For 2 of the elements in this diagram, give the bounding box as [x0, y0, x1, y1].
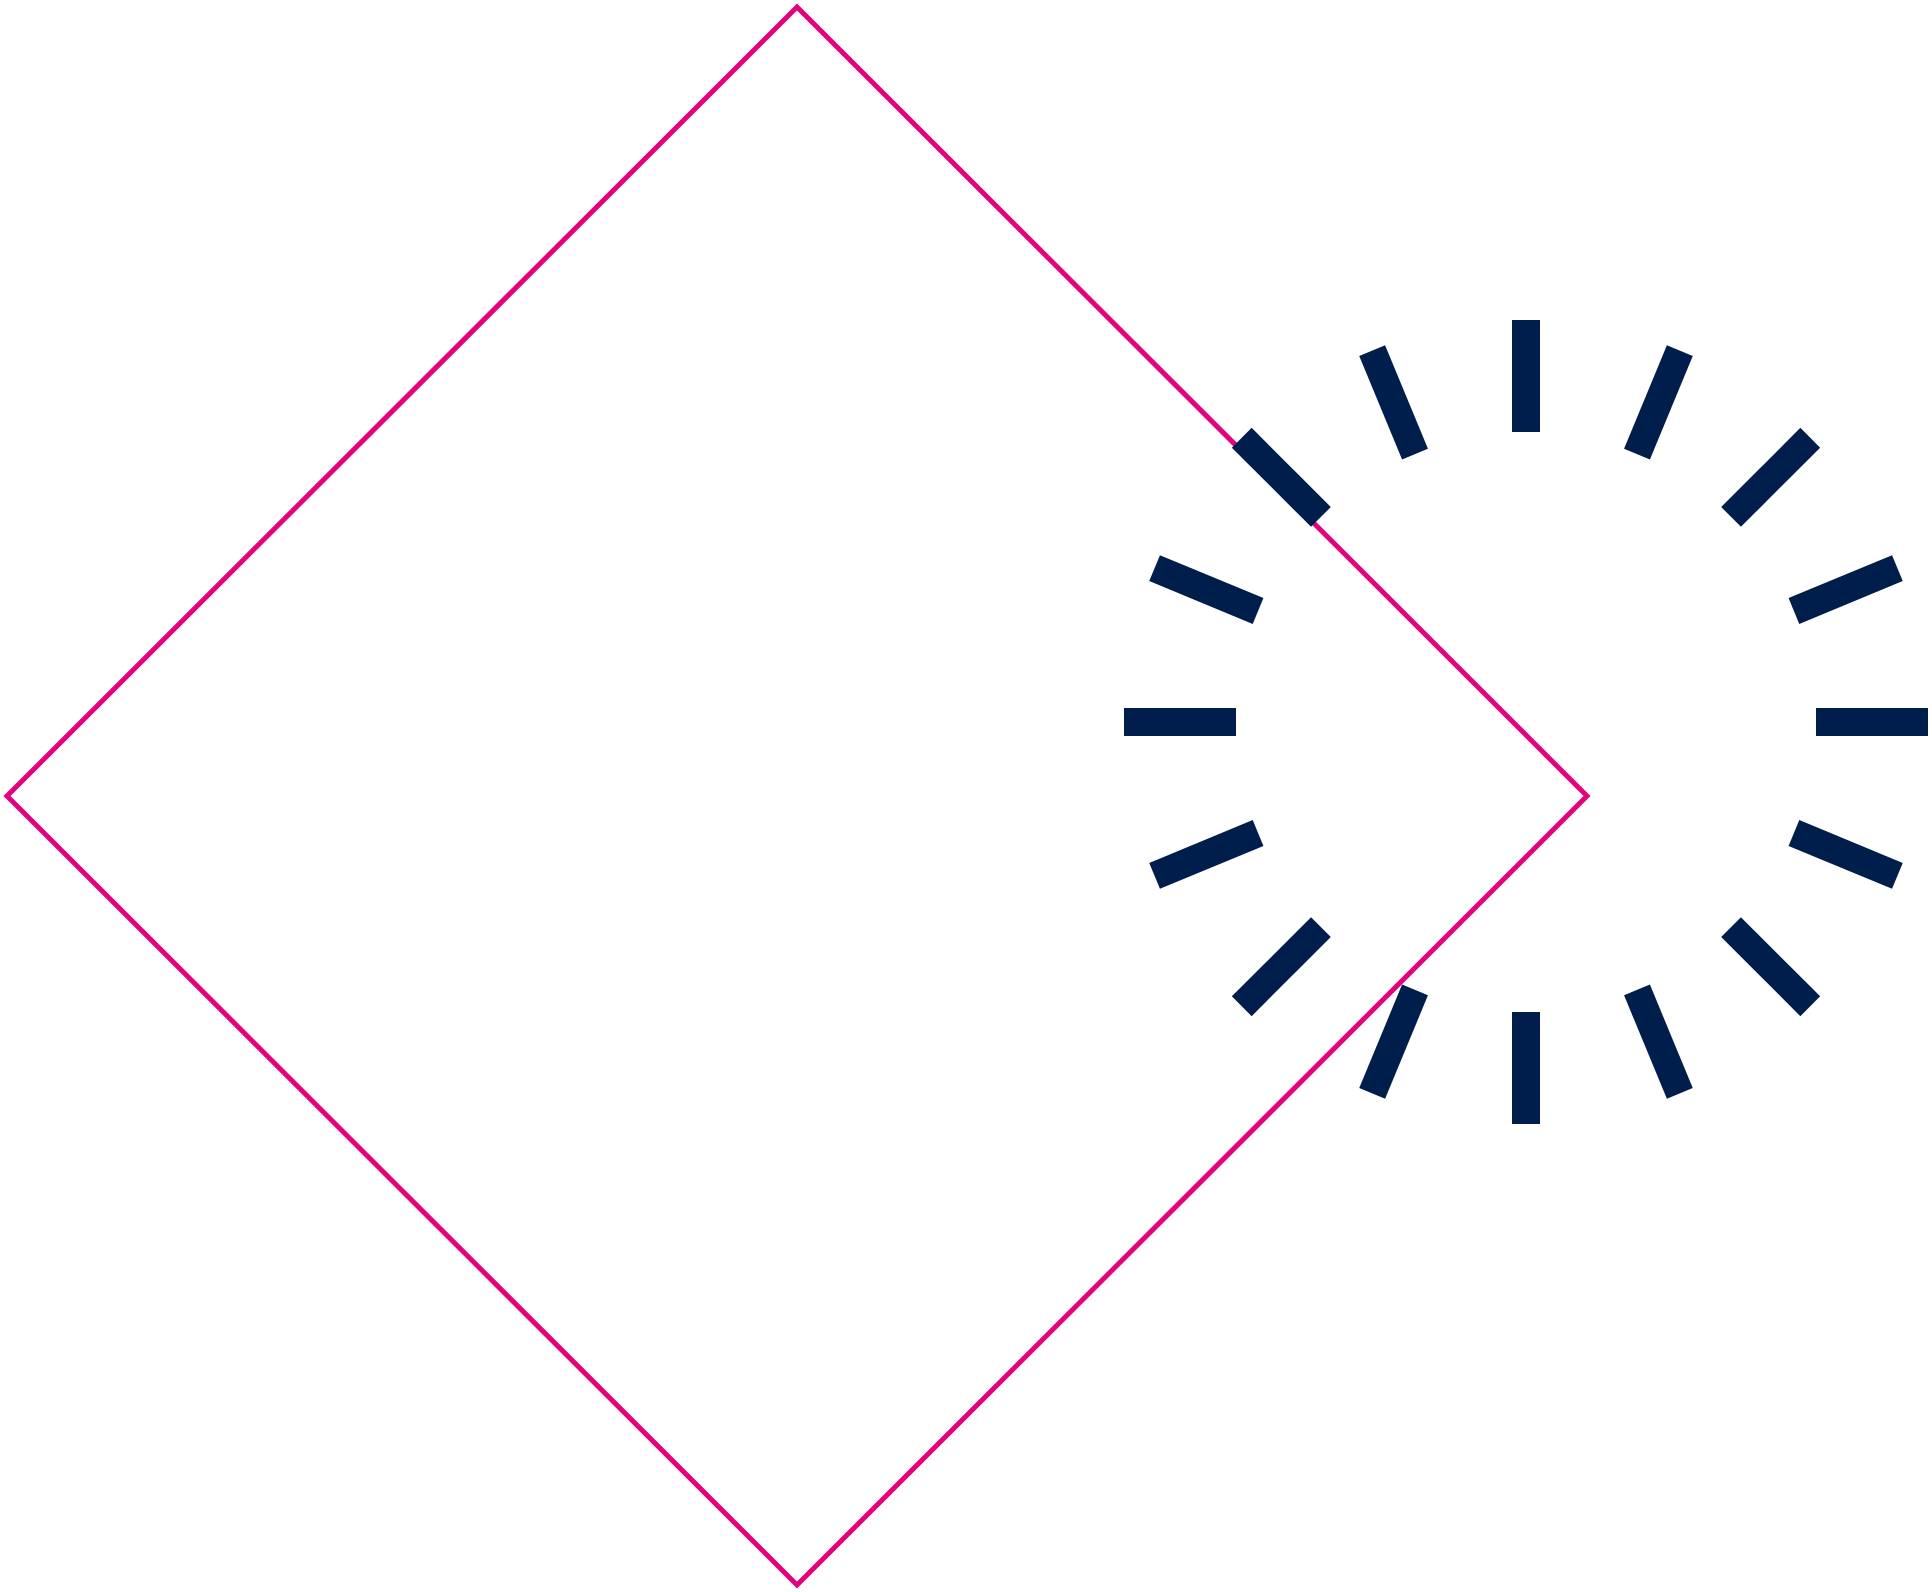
- dashed-circle: [1120, 316, 1932, 1128]
- diamond-outline: [4, 4, 1590, 1588]
